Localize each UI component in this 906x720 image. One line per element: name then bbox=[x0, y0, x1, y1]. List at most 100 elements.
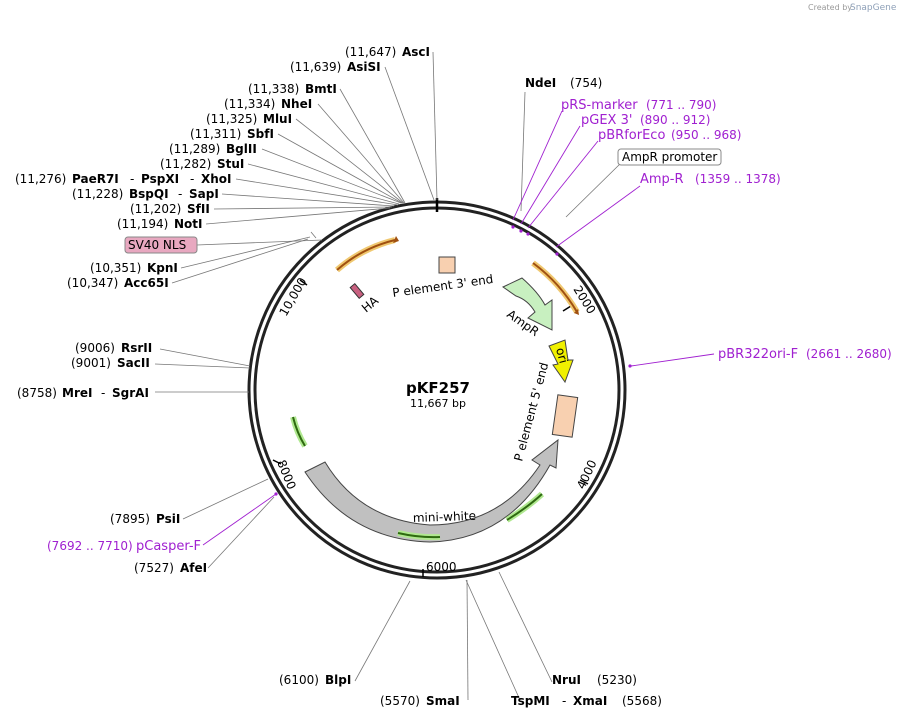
svg-text:(10,351): (10,351) bbox=[90, 261, 141, 275]
svg-text:SacII: SacII bbox=[117, 356, 150, 370]
svg-text:(7895): (7895) bbox=[110, 512, 150, 526]
svg-text:BglII: BglII bbox=[226, 142, 257, 156]
svg-text:HA: HA bbox=[359, 293, 382, 315]
enzyme-sfiI: (11,202)SfII bbox=[130, 202, 210, 216]
svg-text:(10,347): (10,347) bbox=[67, 276, 118, 290]
enzyme-sacII: (9001) SacII bbox=[71, 356, 150, 370]
svg-text:(11,289): (11,289) bbox=[169, 142, 220, 156]
svg-text:NheI: NheI bbox=[281, 97, 312, 111]
svg-text:(890 .. 912): (890 .. 912) bbox=[640, 113, 710, 127]
primer-pgex-3: pGEX 3' (890 .. 912) bbox=[581, 113, 710, 128]
green-arrow-left bbox=[292, 416, 306, 447]
primer-markers bbox=[274, 225, 632, 496]
svg-text:pRS-marker: pRS-marker bbox=[561, 98, 638, 113]
svg-text:SV40 NLS: SV40 NLS bbox=[128, 238, 186, 252]
feature-ha: HA bbox=[349, 283, 382, 315]
svg-text:(950 .. 968): (950 .. 968) bbox=[671, 128, 741, 142]
svg-text:(771 .. 790): (771 .. 790) bbox=[646, 98, 716, 112]
orange-arrow-right bbox=[532, 262, 578, 313]
primer-pcasper-f: (7692 .. 7710)pCasper-F bbox=[47, 539, 201, 554]
svg-text:ori: ori bbox=[553, 346, 571, 365]
enzyme-blpI: (6100) BlpI bbox=[279, 673, 351, 687]
svg-text:SbfI: SbfI bbox=[247, 127, 274, 141]
svg-text:P element 5' end: P element 5' end bbox=[511, 361, 551, 463]
enzyme-notI: (11,194)NotI bbox=[117, 217, 203, 231]
snapgene-logo: SnapGene bbox=[850, 3, 897, 13]
svg-text:NotI: NotI bbox=[174, 217, 203, 231]
svg-text:(5570): (5570) bbox=[380, 694, 420, 708]
svg-text:Amp-R: Amp-R bbox=[640, 172, 684, 187]
primer-amp-r: Amp-R(1359 .. 1378) bbox=[640, 172, 781, 187]
svg-text:BlpI: BlpI bbox=[325, 673, 351, 687]
svg-text:pGEX 3': pGEX 3' bbox=[581, 113, 632, 128]
svg-text:(5230): (5230) bbox=[597, 673, 637, 687]
enzyme-kpnI: (10,351) KpnI bbox=[90, 261, 178, 275]
enzyme-smaI: (5570)SmaI bbox=[380, 694, 460, 708]
svg-text:TspMI: TspMI bbox=[511, 694, 550, 708]
feature-ori: ori bbox=[548, 339, 574, 384]
primer-pbr322ori-f: pBR322ori-F(2661 .. 2680) bbox=[718, 347, 892, 362]
svg-text:-: - bbox=[130, 172, 134, 186]
svg-text:mini-white: mini-white bbox=[413, 509, 477, 525]
svg-text:(11,639): (11,639) bbox=[290, 60, 341, 74]
svg-text:(11,228): (11,228) bbox=[72, 187, 123, 201]
svg-text:pBRforEco: pBRforEco bbox=[598, 128, 665, 143]
enzyme-labels: (11,647)AscI (11,639)AsiSI (11,338)BmtI … bbox=[15, 45, 662, 708]
boxed-sv40-nls: SV40 NLS bbox=[124, 236, 198, 254]
tick-6000: 6000 bbox=[422, 560, 457, 577]
svg-text:PsiI: PsiI bbox=[156, 512, 180, 526]
enzyme-asisI: (11,639)AsiSI bbox=[290, 60, 381, 74]
tick-4000: 4000 bbox=[574, 458, 600, 492]
enzyme-ascI: (11,647) AscI bbox=[345, 45, 430, 59]
primer-leaders bbox=[202, 110, 715, 546]
enzyme-sbfI: (11,311)SbfI bbox=[190, 127, 274, 141]
svg-text:(5568): (5568) bbox=[622, 694, 662, 708]
leader-lines bbox=[154, 51, 623, 701]
svg-text:BspQI: BspQI bbox=[129, 187, 169, 201]
enzyme-tspMI: TspMI -XmaI (5568) bbox=[511, 694, 662, 708]
svg-text:(11,202): (11,202) bbox=[130, 202, 181, 216]
svg-text:(7692 .. 7710): (7692 .. 7710) bbox=[47, 539, 133, 553]
svg-text:-: - bbox=[190, 172, 194, 186]
enzyme-ndeI: NdeI(754) bbox=[525, 76, 602, 90]
svg-text:AmpR promoter: AmpR promoter bbox=[622, 150, 717, 164]
svg-text:AscI: AscI bbox=[402, 45, 430, 59]
svg-text:XhoI: XhoI bbox=[201, 172, 232, 186]
svg-text:P element 3' end: P element 3' end bbox=[391, 272, 494, 300]
svg-text:(8758): (8758) bbox=[17, 386, 57, 400]
feature-p-element-5-end: P element 5' end bbox=[511, 361, 579, 463]
svg-text:(6100): (6100) bbox=[279, 673, 319, 687]
enzyme-rsrII: (9006) RsrII bbox=[75, 341, 152, 355]
feature-mini-white: mini-white bbox=[304, 438, 559, 543]
svg-text:RsrII: RsrII bbox=[121, 341, 152, 355]
enzyme-mreI: (8758) MreI -SgrAI bbox=[17, 386, 149, 400]
svg-text:8000: 8000 bbox=[274, 458, 298, 492]
orange-arrow-upper bbox=[336, 239, 396, 271]
feature-p-element-3-end: P element 3' end bbox=[391, 256, 494, 300]
svg-text:(9006): (9006) bbox=[75, 341, 115, 355]
svg-text:pCasper-F: pCasper-F bbox=[136, 539, 201, 554]
svg-text:pBR322ori-F: pBR322ori-F bbox=[718, 347, 798, 362]
svg-text:AfeI: AfeI bbox=[180, 561, 207, 575]
enzyme-nheI: (11,334) NheI bbox=[224, 97, 312, 111]
svg-text:MreI: MreI bbox=[62, 386, 92, 400]
svg-text:(754): (754) bbox=[570, 76, 602, 90]
enzyme-acc65I: (10,347)Acc65I bbox=[67, 276, 169, 290]
svg-text:StuI: StuI bbox=[217, 157, 244, 171]
enzyme-paer7I: (11,276) PaeR7I -PspXI -XhoI bbox=[15, 172, 232, 186]
svg-text:(11,282): (11,282) bbox=[160, 157, 211, 171]
svg-text:(11,334): (11,334) bbox=[224, 97, 275, 111]
watermark-text: Created by bbox=[808, 3, 852, 12]
svg-text:(11,647): (11,647) bbox=[345, 45, 396, 59]
svg-text:KpnI: KpnI bbox=[147, 261, 178, 275]
svg-text:-: - bbox=[562, 694, 566, 708]
enzyme-stuI: (11,282) StuI bbox=[160, 157, 244, 171]
enzyme-bglII: (11,289) BglII bbox=[169, 142, 257, 156]
enzyme-afeI: (7527)AfeI bbox=[134, 561, 207, 575]
svg-text:(9001): (9001) bbox=[71, 356, 111, 370]
enzyme-bmtI: (11,338)BmtI bbox=[248, 82, 337, 96]
enzyme-nruI: NruI(5230) bbox=[552, 673, 637, 687]
enzyme-mluI: (11,325)MluI bbox=[206, 112, 292, 126]
feature-ampr: AmpR bbox=[502, 277, 553, 339]
svg-text:XmaI: XmaI bbox=[573, 694, 607, 708]
